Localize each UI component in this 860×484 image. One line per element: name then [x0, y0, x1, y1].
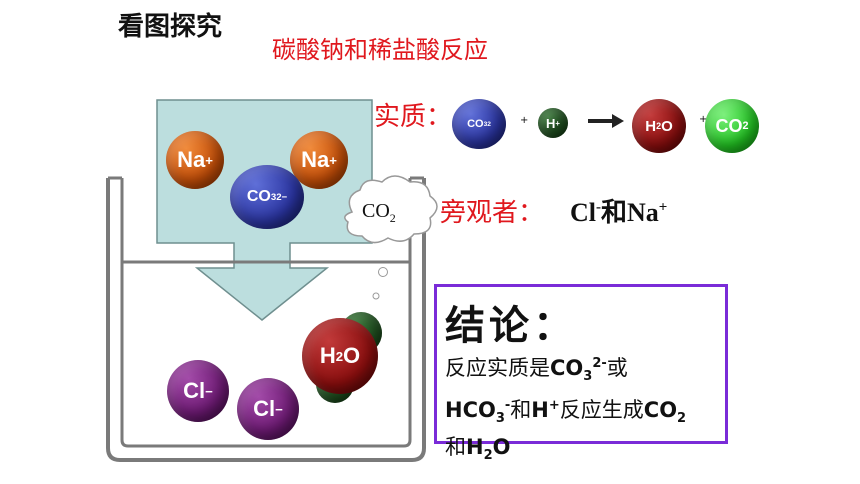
gas-bubble-label: CO2	[362, 200, 396, 225]
bubble-dot	[378, 267, 388, 277]
essence-arrow	[588, 114, 624, 128]
bystander-ions: Cl-和Na+	[570, 198, 668, 227]
essence-hydrogen-ion: H+	[538, 108, 568, 138]
bubble-dot	[372, 292, 380, 300]
sodium-ion-1: Na+	[166, 131, 224, 189]
chloride-ion-1: Cl−	[167, 360, 229, 422]
conclusion-line-3: 和H2O	[445, 435, 511, 464]
essence-label: 实质：	[374, 102, 453, 132]
sodium-ion-2: Na+	[290, 131, 348, 189]
beaker-outer-wall	[106, 178, 426, 462]
essence-plus-1: +	[520, 115, 529, 126]
conclusion-title: 结论：	[445, 303, 577, 349]
conclusion-box: 结论： 反应实质是CO32-或 HCO3-和H+反应生成CO2 和H2O	[434, 284, 728, 464]
co2-gas-bubble	[344, 175, 438, 244]
conclusion-text: 反应实质是CO32-或 HCO3-和H+反应生成CO2 和H2O	[445, 349, 727, 471]
conclusion-line-1: 反应实质是CO32-或	[445, 356, 628, 385]
conclusion-line-2: HCO3-和H+反应生成CO2	[445, 398, 687, 427]
bystander-label: 旁观者：	[440, 198, 545, 228]
chloride-ion-2: Cl−	[237, 378, 299, 440]
beaker-inner-wall	[120, 178, 412, 448]
page-heading: 看图探究	[118, 12, 223, 42]
essence-plus-2: +	[699, 114, 708, 125]
reaction-title: 碳酸钠和稀盐酸反应	[272, 36, 488, 64]
